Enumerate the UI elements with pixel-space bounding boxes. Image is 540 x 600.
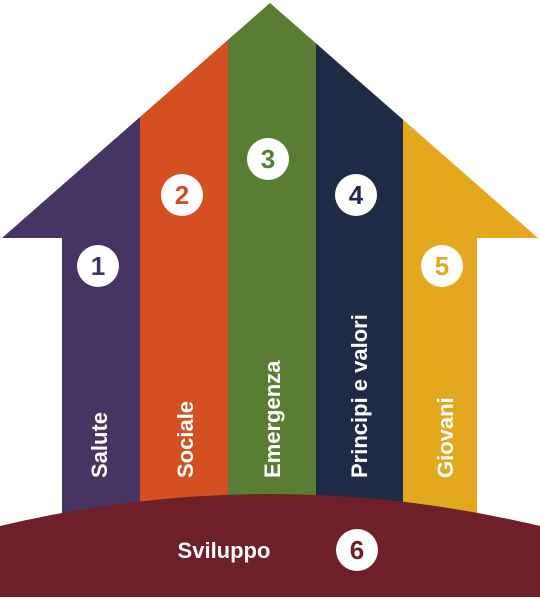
base-sviluppo bbox=[0, 494, 540, 597]
svg-text:5: 5 bbox=[435, 251, 449, 281]
svg-text:3: 3 bbox=[261, 144, 275, 174]
pillar-number-5: 5 bbox=[421, 245, 463, 287]
pillar-number-4: 4 bbox=[335, 174, 377, 216]
svg-text:2: 2 bbox=[175, 180, 189, 210]
base-label: Sviluppo bbox=[178, 538, 271, 563]
pillar-label-salute: Salute bbox=[87, 412, 112, 478]
pillar-number-2: 2 bbox=[161, 174, 203, 216]
svg-text:4: 4 bbox=[349, 180, 364, 210]
pillar-salute bbox=[2, 3, 141, 520]
pillar-label-emergenza: Emergenza bbox=[260, 360, 285, 478]
base-number-6: 6 bbox=[336, 529, 378, 571]
pillar-number-3: 3 bbox=[247, 138, 289, 180]
pillar-label-principi-e-valori: Principi e valori bbox=[347, 314, 372, 478]
pillar-label-sociale: Sociale bbox=[173, 401, 198, 478]
pillar-number-1: 1 bbox=[77, 245, 119, 287]
svg-text:6: 6 bbox=[350, 535, 364, 565]
pillar-emergenza bbox=[228, 3, 317, 520]
pillar-label-giovani: Giovani bbox=[433, 397, 458, 478]
svg-text:1: 1 bbox=[91, 251, 105, 281]
